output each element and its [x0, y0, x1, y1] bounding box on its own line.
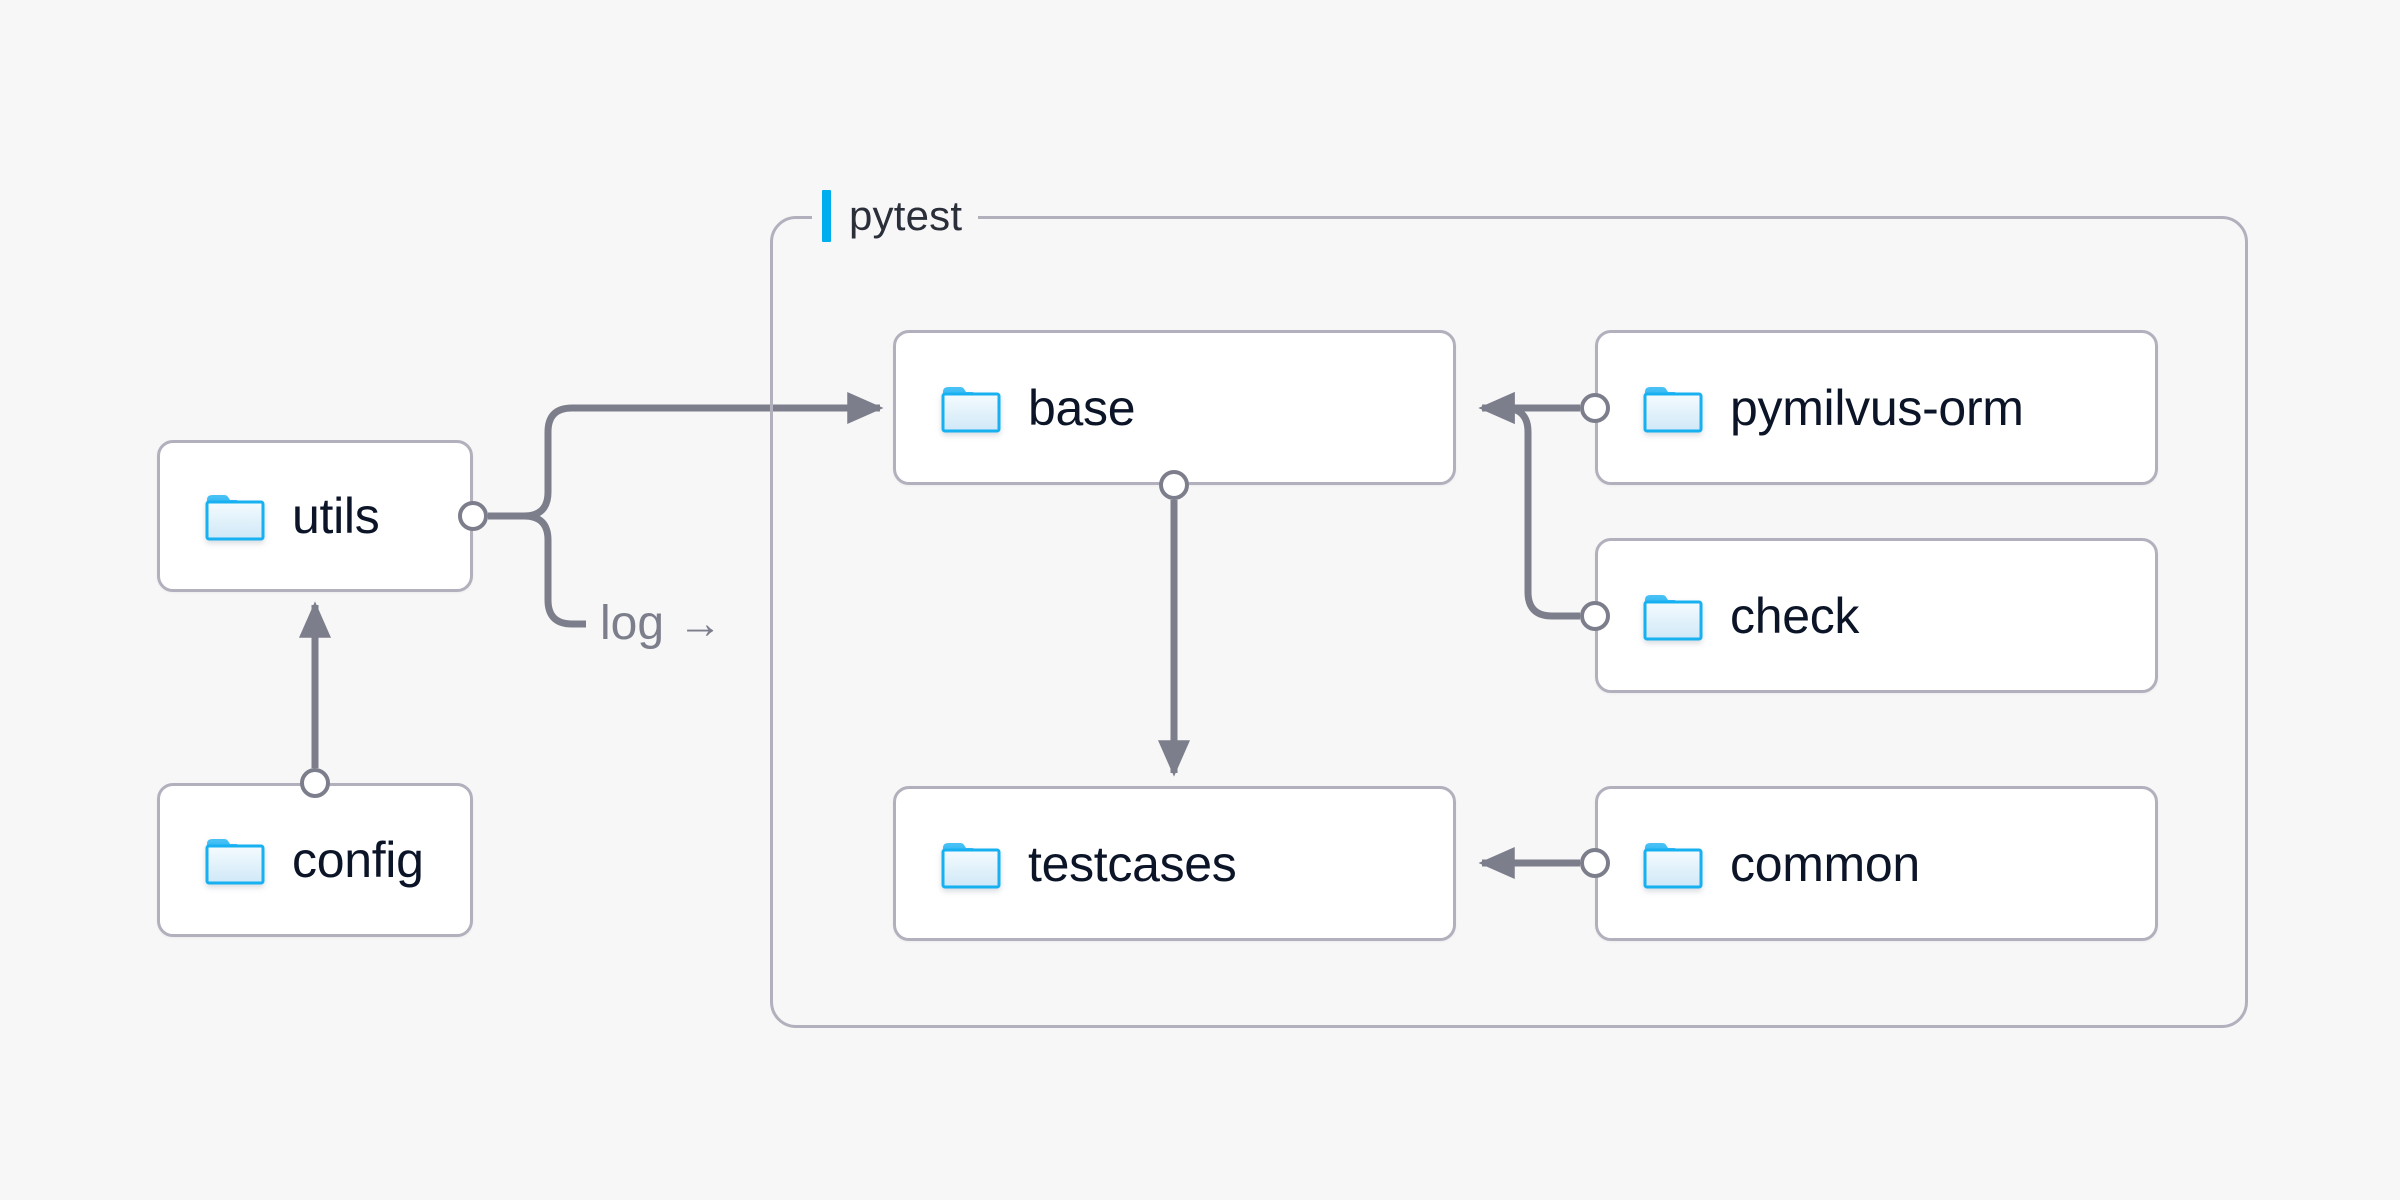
node-testcases[interactable]: testcases — [893, 786, 1456, 941]
node-label-base: base — [1028, 379, 1136, 436]
node-config[interactable]: config — [157, 783, 473, 937]
edge-utils-to-log — [488, 512, 586, 628]
node-base[interactable]: base — [893, 330, 1456, 485]
group-title-text: pytest — [849, 192, 963, 239]
port-utils-right[interactable] — [458, 501, 488, 531]
node-utils[interactable]: utils — [157, 440, 473, 592]
node-label-check: check — [1730, 587, 1860, 644]
port-common-left[interactable] — [1580, 848, 1610, 878]
edge-label-log-text: log — [600, 597, 665, 650]
group-accent-bar — [822, 190, 831, 242]
node-label-testcases: testcases — [1028, 835, 1237, 892]
node-label-config: config — [292, 832, 424, 888]
folder-icon — [941, 842, 1001, 888]
port-config-top[interactable] — [300, 768, 330, 798]
port-pymilvus-orm-left[interactable] — [1580, 393, 1610, 423]
node-label-utils: utils — [292, 488, 380, 544]
node-check[interactable]: check — [1595, 538, 2158, 693]
folder-icon — [205, 839, 265, 885]
node-label-common: common — [1730, 835, 1920, 892]
folder-icon — [1643, 386, 1703, 432]
pytest-group-container[interactable] — [770, 216, 2248, 1028]
folder-icon — [1643, 594, 1703, 640]
edge-label-log: log → — [600, 600, 722, 648]
node-common[interactable]: common — [1595, 786, 2158, 941]
arrow-right-icon: → — [678, 599, 723, 648]
node-pymilvus-orm[interactable]: pymilvus-orm — [1595, 330, 2158, 485]
folder-icon — [941, 386, 1001, 432]
port-base-bottom[interactable] — [1159, 470, 1189, 500]
folder-icon — [205, 495, 265, 541]
port-check-left[interactable] — [1580, 601, 1610, 631]
pytest-group-label: pytest — [812, 188, 979, 244]
node-label-pymilvus-orm: pymilvus-orm — [1730, 379, 2024, 436]
folder-icon — [1643, 842, 1703, 888]
